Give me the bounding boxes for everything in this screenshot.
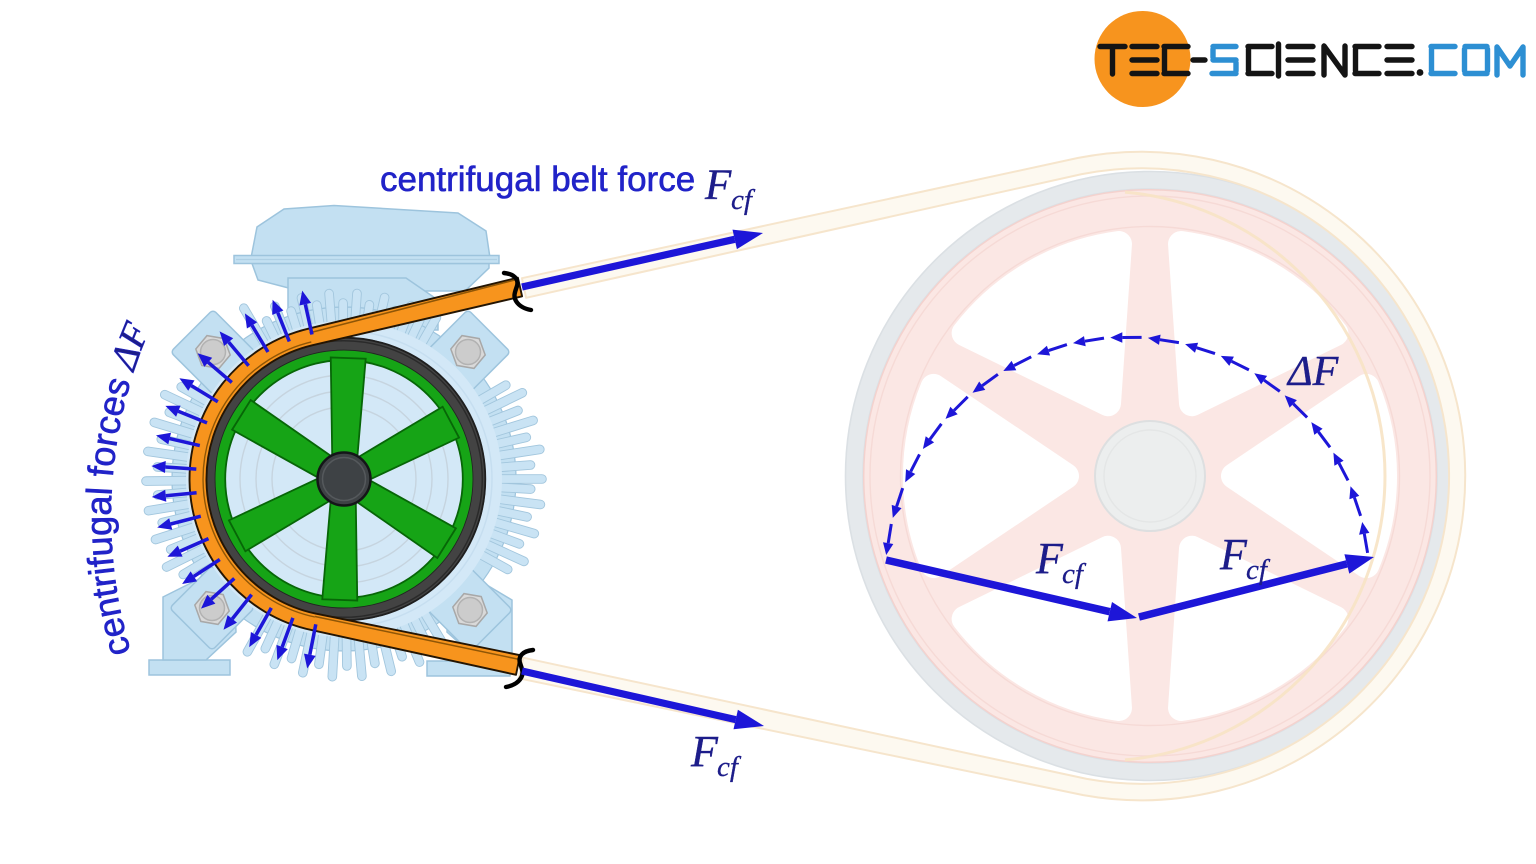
svg-text:F: F [704, 162, 732, 209]
svg-text:F: F [1219, 530, 1248, 579]
svg-text:cf: cf [1246, 554, 1271, 586]
svg-text:cf: cf [717, 751, 742, 783]
svg-text:ΔF: ΔF [1286, 349, 1339, 395]
svg-text:cf: cf [731, 184, 756, 216]
svg-text:F: F [1035, 534, 1064, 583]
svg-text:centrifugal belt force: centrifugal belt force [380, 160, 695, 199]
svg-text:F: F [690, 727, 719, 776]
svg-text:cf: cf [1062, 558, 1087, 590]
